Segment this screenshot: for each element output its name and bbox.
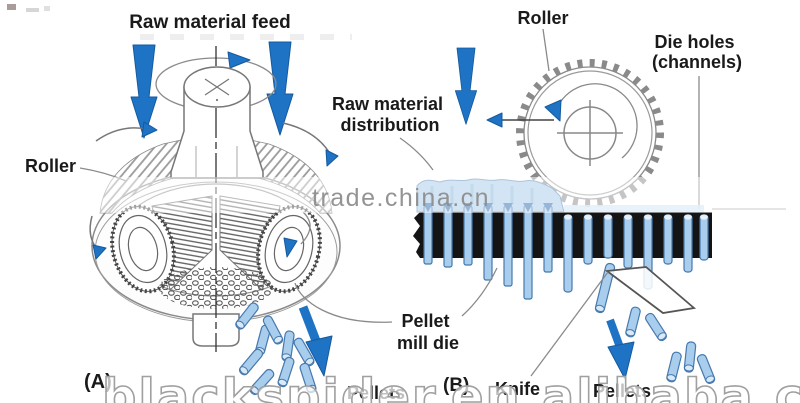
watermark-center-text: trade.china.cn — [312, 184, 490, 212]
pellets-arrow-a — [298, 305, 333, 377]
label-die-holes: Die holes (channels) — [652, 32, 742, 72]
shaft-pedestal — [192, 313, 240, 347]
roller-left — [110, 195, 213, 294]
pellet — [624, 305, 642, 339]
pellet — [643, 311, 669, 343]
label-knife: Knife — [495, 379, 540, 399]
distribution-arrow — [486, 112, 554, 128]
knife-blade — [604, 266, 697, 314]
feed-shaft — [170, 66, 264, 179]
scan-artifacts — [7, 4, 352, 40]
pellet — [683, 341, 697, 373]
knife-leader-line — [530, 271, 609, 377]
channel-caps — [564, 214, 708, 220]
roller-gear — [516, 59, 664, 207]
panel-a-tag: (A) — [84, 371, 112, 393]
watermark-bottom-text: blackspider.en.alibaba.com — [102, 369, 800, 403]
panel-b-tag: (B) — [443, 375, 469, 396]
feed-arrow-b — [454, 47, 478, 125]
pellet-mill-die-leader-right — [461, 267, 498, 317]
label-raw-material-distribution: Raw material distribution — [332, 94, 448, 135]
roller-right — [219, 195, 322, 294]
pellet-mill-die-leader-left — [294, 282, 393, 323]
label-pellets-a: Pellets — [347, 383, 405, 403]
rotation-arrows — [89, 121, 339, 260]
distribution-leader-line — [399, 137, 434, 171]
pellets-arrow-b — [606, 318, 635, 380]
pellet — [280, 329, 296, 363]
feed-arrow-right — [266, 41, 294, 136]
roller-b-leader-line — [542, 28, 550, 72]
label-raw-material-feed: Raw material feed — [129, 12, 291, 33]
label-pellets-b: Pellets — [593, 381, 651, 401]
label-pellet-mill-die: Pellet mill die — [397, 311, 459, 353]
roller-rotation-arrowhead-icon — [283, 237, 298, 258]
gear-rotation-arrowhead-icon — [544, 99, 562, 122]
cut-pellet — [594, 262, 616, 314]
die-channels — [423, 203, 709, 300]
label-roller-b: Roller — [517, 8, 568, 28]
shaft-rotation-arrowhead-icon — [227, 51, 251, 69]
watermark-band: trade.china.cn — [0, 177, 800, 213]
die-left-edge — [413, 212, 420, 258]
label-roller-a: Roller — [25, 156, 76, 176]
